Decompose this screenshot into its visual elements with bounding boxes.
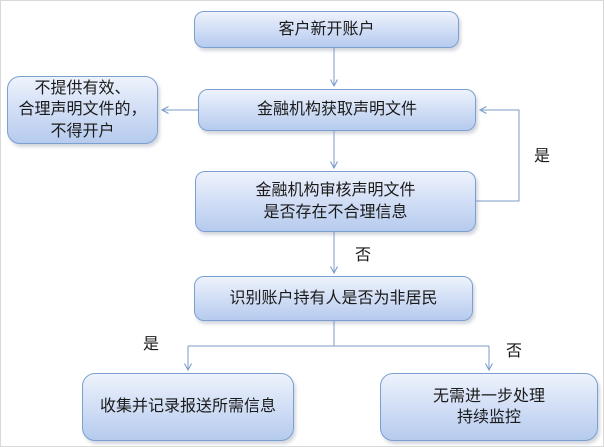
node-monitor-line-2: 持续监控 — [456, 409, 521, 426]
node-obtain-declaration: 金融机构获取声明文件 — [198, 89, 476, 131]
node-reject-line-3: 不得开户 — [50, 122, 115, 140]
node-collect-report-info: 收集并记录报送所需信息 — [82, 373, 294, 441]
node-obtain-label: 金融机构获取声明文件 — [256, 101, 417, 119]
edge-label-branch-no: 否 — [505, 343, 523, 360]
edge-label-review-no: 否 — [354, 247, 372, 264]
node-identify-label: 识别账户持有人是否为非居民 — [229, 289, 438, 307]
node-reject-account-opening: 不提供有效、 合理声明文件的， 不得开户 — [7, 76, 158, 144]
edge-label-loop-yes: 是 — [533, 148, 551, 165]
node-new-account-label: 客户新开账户 — [278, 20, 375, 38]
node-monitor-line-1: 无需进一步处理 — [432, 387, 545, 405]
edge-label-branch-yes: 是 — [142, 336, 160, 353]
node-identify-nonresident: 识别账户持有人是否为非居民 — [194, 276, 473, 321]
node-new-account: 客户新开账户 — [194, 11, 459, 48]
node-continuous-monitoring: 无需进一步处理 持续监控 — [380, 373, 598, 441]
node-review-line-2: 是否存在不合理信息 — [263, 203, 408, 221]
node-reject-line-1: 不提供有效、 — [34, 80, 131, 98]
edge-review-loop-to-obtain — [476, 106, 520, 202]
node-collect-label: 收集并记录报送所需信息 — [99, 398, 276, 416]
node-reject-line-2: 合理声明文件的， — [18, 101, 147, 119]
node-review-line-1: 金融机构审核声明文件 — [255, 182, 416, 200]
node-review-declaration: 金融机构审核声明文件 是否存在不合理信息 — [195, 171, 476, 232]
